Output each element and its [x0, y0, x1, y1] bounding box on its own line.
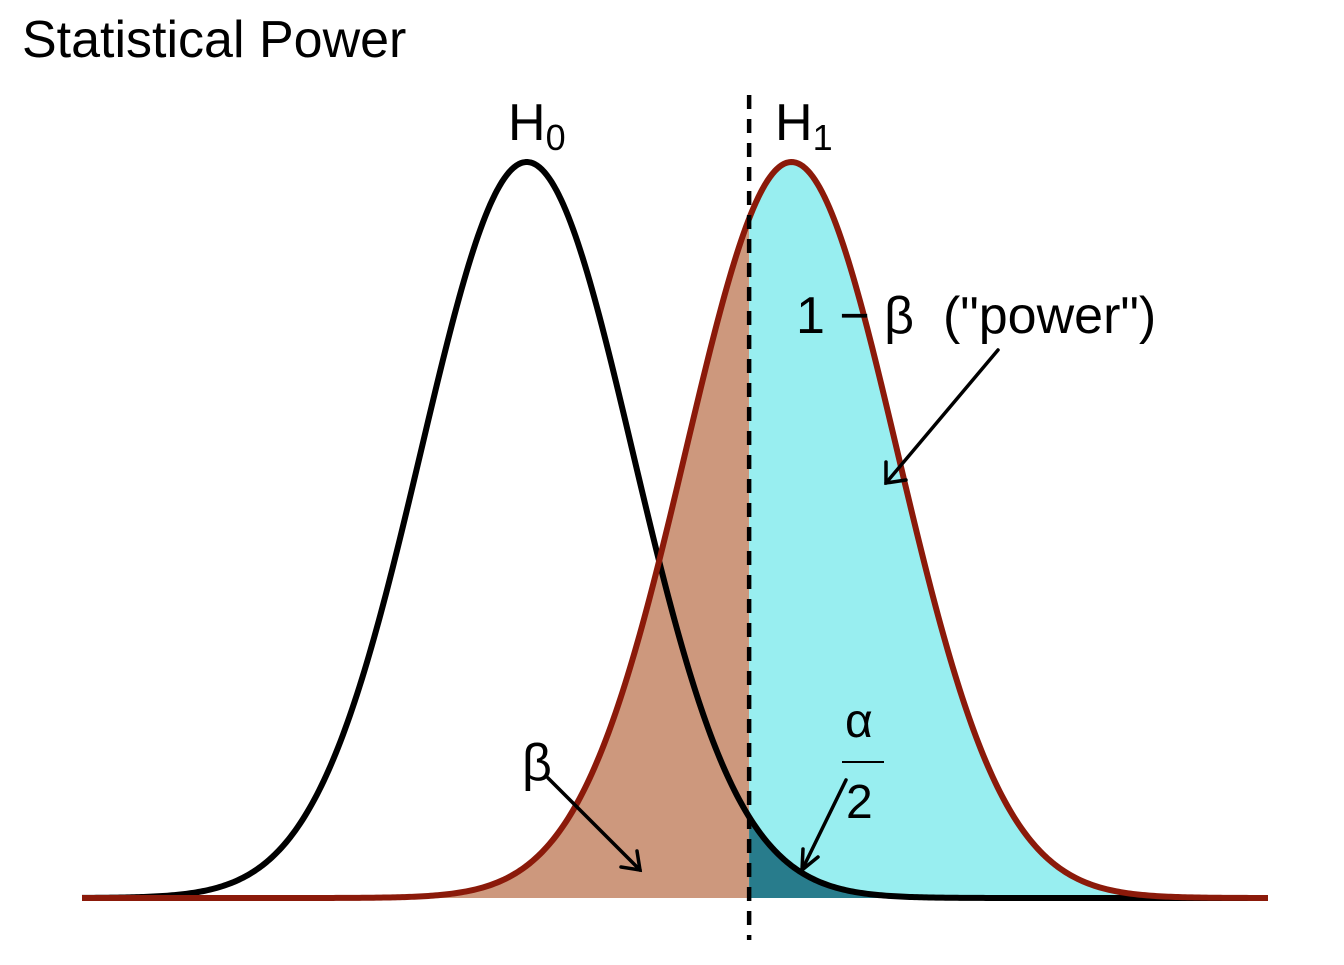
power-arrow [884, 348, 1000, 486]
alpha-arrow [800, 778, 848, 874]
alpha-half-region [749, 816, 1268, 898]
alpha-numerator: α [845, 695, 873, 748]
h1-label: H1 [775, 94, 833, 158]
h1-density-curve [81, 159, 1269, 901]
beta-region [82, 218, 750, 899]
power-region [749, 162, 1268, 898]
power-label: 1 − β ("power") [796, 287, 1156, 345]
beta-label: β [522, 734, 552, 792]
page-title: Statistical Power [22, 11, 406, 69]
h0-label: H0 [508, 94, 566, 158]
beta-arrow [546, 776, 643, 873]
alpha-denominator: 2 [846, 776, 873, 829]
h0-density-curve [81, 159, 1269, 901]
